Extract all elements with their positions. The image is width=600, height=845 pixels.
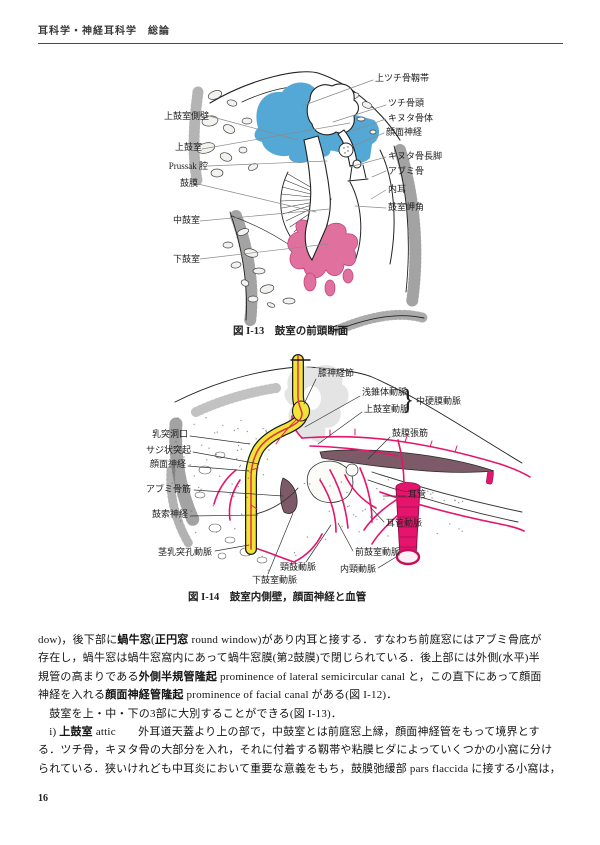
body-line: 存在し，蝸牛窓は蝸牛窓窩内にあって蝸牛窓膜(第2鼓膜)で閉じられている．後上部に… — [38, 652, 540, 665]
fig13-label-tympanic-membrane: 鼓膜 — [179, 178, 198, 188]
fig13-label-stapes: アブミ骨 — [388, 166, 425, 176]
page-number: 16 — [38, 793, 48, 804]
fig14-label-facial-nerve: 顔面神経 — [150, 459, 187, 469]
fig13-label-attic-lateral-wall: 上鼓室側壁 — [163, 111, 209, 121]
fig14-label-anterior-tympanic-artery: 前鼓室動脈 — [355, 547, 401, 557]
fig13-label-epitympanum: 上鼓室 — [174, 142, 202, 152]
fig14-label-cochleariform-process: サジ状突起 — [146, 445, 192, 455]
fig13-label-incus-long-process: キヌタ骨長脚 — [388, 151, 443, 161]
fig14-label-eustachian-tube: 耳管 — [408, 489, 427, 499]
fig13-label-mesotympanum: 中鼓室 — [172, 215, 200, 225]
fig14-brace: } — [401, 383, 415, 417]
fig13-label-hypotympanum: 下鼓室 — [172, 254, 200, 264]
fig14-label-chorda-tympani: 鼓索神経 — [152, 509, 189, 519]
fig13-label-inner-ear: 内耳 — [388, 184, 407, 194]
body-line: る．ツチ骨，キヌタ骨の大部分を入れ，それに付着する靱帯や粘膜ヒダによっていくつか… — [38, 744, 553, 757]
fig14-label-internal-carotid-artery: 内頸動脈 — [340, 564, 377, 574]
body-line: られている．狭いけれども中耳炎において重要な意義をもち，鼓膜弛緩部 pars f… — [38, 762, 561, 775]
fig14-label-middle-meningeal-artery: 中硬膜動脈 — [416, 396, 462, 406]
body-line: 規管の高まりである外側半規管隆起 prominence of lateral s… — [38, 670, 542, 683]
fig14-label-superficial-petrosal-artery: 浅錐体動脈 — [362, 387, 408, 397]
fig14-drawing — [166, 354, 531, 575]
fig14-label-caroticotympanic-artery: 頸鼓動脈 — [280, 562, 317, 572]
body-line: i) 上鼓室 attic 外耳道天蓋より上の部で，中鼓室とは前庭窓上縁，顔面神経… — [38, 726, 540, 739]
body-text: dow)，後下部に蝸牛窓(正円窓 round window)があり内耳と接する．… — [38, 631, 565, 778]
header-rule — [38, 43, 563, 44]
body-line: dow)，後下部に蝸牛窓(正円窓 round window)があり内耳と接する．… — [38, 634, 542, 646]
fig14-label-stapedius-muscle: アブミ骨筋 — [146, 484, 192, 494]
fig14-label-geniculate-ganglion: 膝神経節 — [318, 368, 355, 378]
fig14-label-superior-tympanic-artery: 上鼓室動脈 — [364, 404, 410, 414]
fig13-label-promontory: 鼓室岬角 — [388, 202, 425, 212]
fig14-label-aditus: 乳突洞口 — [152, 429, 189, 439]
fig13-label-superior-malleal-ligament: 上ツチ骨靱帯 — [375, 73, 430, 83]
body-line: 神経を入れる顔面神経管隆起 prominence of facial canal… — [38, 689, 398, 702]
fig13-label-incus-body: キヌタ骨体 — [388, 113, 434, 123]
fig13-label-facial-nerve: 顔面神経 — [386, 127, 423, 137]
fig13-label-prussak-space: Prussak 腔 — [168, 161, 208, 171]
running-header: 耳科学・神経耳科学 総論 — [38, 26, 170, 37]
fig13-label-malleus-head: ツチ骨頭 — [388, 98, 425, 108]
fig14-label-stylomastoid-artery: 茎乳突孔動脈 — [158, 547, 213, 557]
fig14-label-inferior-tympanic-artery: 下鼓室動脈 — [252, 575, 298, 585]
fig14-caption: 図 I-14 鼓室内側壁，顔面神経と血管 — [188, 592, 367, 603]
fig13-drawing — [188, 71, 429, 334]
fig13-caption: 図 I-13 鼓室の前頭断面 — [233, 326, 349, 337]
fig14-label-tensor-tympani: 鼓膜張筋 — [392, 428, 429, 438]
body-line: 鼓室を上・中・下の3部に大別することができる(図 I-13)． — [38, 707, 343, 720]
fig14-label-tubal-artery: 耳管動脈 — [386, 518, 423, 528]
